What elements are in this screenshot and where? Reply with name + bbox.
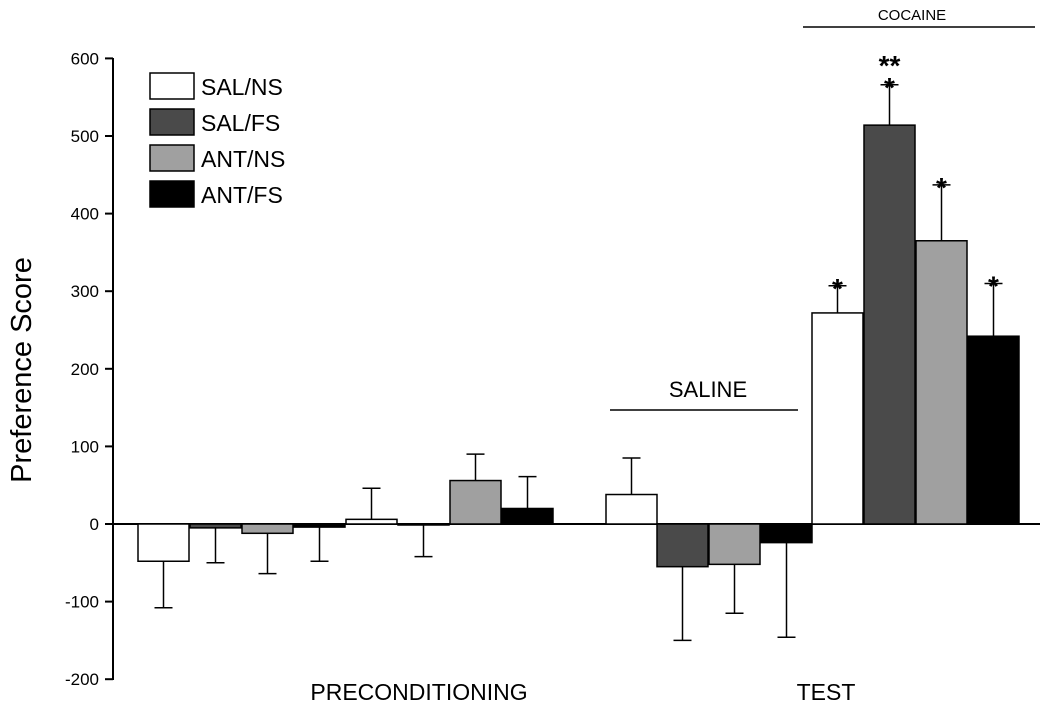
legend-swatch-ant-fs — [149, 180, 195, 208]
bar-sal-fs — [863, 124, 916, 525]
bar-sal-ns — [811, 312, 864, 525]
y-tick-label: 500 — [71, 127, 99, 146]
legend-label-sal-ns: SAL/NS — [201, 74, 283, 100]
bar-ant-fs — [760, 523, 813, 544]
bar-ant-ns — [241, 523, 294, 535]
legend-swatch-sal-fs — [149, 108, 195, 136]
bar-ant-ns — [449, 479, 502, 525]
y-axis-title: Preference Score — [6, 257, 38, 483]
bar-ant-ns — [708, 523, 761, 566]
y-tick-label: -200 — [65, 670, 99, 689]
bar-sal-fs — [189, 523, 242, 529]
group-label-test: TEST — [797, 679, 856, 705]
bar-ant-fs — [501, 507, 554, 525]
legend-item-sal-fs: SAL/FS — [149, 108, 280, 136]
legend: SAL/NS SAL/FS ANT/NS ANT/FS — [149, 72, 285, 208]
legend-label-ant-fs: ANT/FS — [201, 182, 283, 208]
saline-bracket-label: SALINE — [669, 377, 747, 402]
bar-sal-ns — [605, 493, 658, 525]
y-axis-ticks: 600 500 400 300 200 100 0 -100 -200 — [65, 49, 113, 689]
group-label-preconditioning: PRECONDITIONING — [310, 679, 527, 705]
y-tick-label: 300 — [71, 282, 99, 301]
y-tick-label: 600 — [71, 49, 99, 68]
y-tick-label: -100 — [65, 593, 99, 612]
bar-sal-fs — [656, 523, 709, 568]
bars: ****** — [137, 50, 1020, 642]
legend-item-ant-ns: ANT/NS — [149, 144, 285, 172]
legend-item-ant-fs: ANT/FS — [149, 180, 283, 208]
y-tick-label: 0 — [90, 515, 99, 534]
y-tick-label: 400 — [71, 205, 99, 224]
significance-marker: * — [988, 270, 999, 301]
significance-marker: * — [832, 273, 843, 304]
bar-sal-ns — [137, 523, 190, 562]
bar-sal-ns — [345, 518, 398, 525]
legend-label-ant-ns: ANT/NS — [201, 146, 285, 172]
bar-ant-fs — [967, 335, 1020, 525]
legend-label-sal-fs: SAL/FS — [201, 110, 280, 136]
significance-marker: * — [884, 72, 895, 103]
legend-swatch-sal-ns — [149, 72, 195, 100]
bar-ant-fs — [293, 523, 346, 528]
significance-marker: * — [936, 172, 947, 203]
y-tick-label: 200 — [71, 360, 99, 379]
bar-ant-ns — [915, 240, 968, 525]
legend-item-sal-ns: SAL/NS — [149, 72, 283, 100]
legend-swatch-ant-ns — [149, 144, 195, 172]
y-tick-label: 100 — [71, 437, 99, 456]
cocaine-bracket-label: COCAINE — [878, 7, 946, 24]
significance-marker: ** — [879, 50, 901, 81]
